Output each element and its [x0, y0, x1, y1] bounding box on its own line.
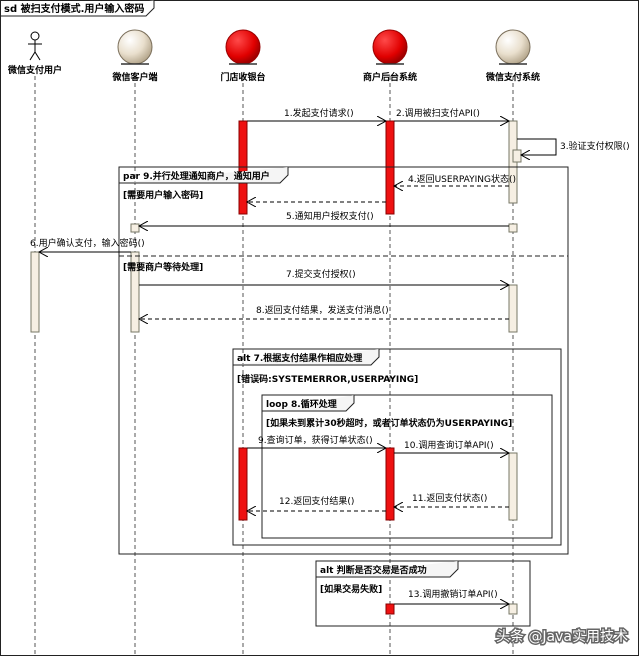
message-1: 1.发起支付请求() — [247, 107, 386, 121]
fragment-guard: [需要商户等待处理] — [123, 261, 203, 273]
fragment-label: alt 判断是否交易是否成功 — [320, 564, 427, 576]
fragment-loop: loop 8.循环处理 [如果未到累计30秒超时，或者订单状态仍为USERPAY… — [261, 394, 553, 539]
participant-label: 微信支付系统 — [485, 71, 540, 83]
message-13: 13.调用撤销订单API() — [394, 588, 509, 604]
message-label: 8.返回支付结果，发送支付消息() — [256, 304, 389, 316]
message-label: 10.调用查询订单API() — [404, 439, 494, 451]
activation-merchant-2 — [385, 447, 395, 521]
participant-client: 微信客户端 — [111, 29, 158, 83]
message-11: 11.返回支付状态() — [394, 492, 509, 507]
message-label: 5.通知用户授权支付() — [286, 210, 374, 222]
message-label: 1.发起支付请求() — [284, 107, 354, 119]
entity-icon — [225, 29, 261, 65]
message-5: 5.通知用户授权支付() — [139, 210, 509, 226]
activation-wxpay-small — [508, 223, 518, 233]
message-label: 3.验证支付权限() — [560, 140, 630, 152]
message-2: 2.调用被扫支付API() — [394, 107, 509, 121]
fragment-guard: [错误码:SYSTEMERROR,USERPAYING] — [237, 373, 418, 385]
message-7: 7.提交支付授权() — [139, 268, 509, 285]
message-12: 12.返回支付结果() — [247, 495, 386, 511]
entity-icon — [495, 29, 531, 65]
participant-merchant: 商户后台系统 — [363, 29, 417, 83]
activation-wxpay-3 — [508, 452, 518, 521]
fragment-par: par 9.并行处理通知商户，通知用户 [需要用户输入密码] [需要商户等待处理… — [118, 166, 569, 555]
activation-merchant-3 — [385, 603, 395, 615]
fragment-label: loop 8.循环处理 — [266, 398, 337, 410]
fragment-guard: [需要用户输入密码] — [123, 189, 203, 201]
message-label: 13.调用撤销订单API() — [408, 588, 498, 600]
fragment-label: par 9.并行处理通知商户，通知用户 — [123, 170, 270, 182]
actor-user: 微信支付用户 — [7, 31, 62, 76]
fragment-alt-1: alt 7.根据支付结果作相应处理 [错误码:SYSTEMERROR,USERP… — [232, 348, 562, 546]
activation-client-small — [130, 223, 140, 233]
messages: 1.发起支付请求() 2.调用被扫支付API() 3.验证支付权限() 4.返回… — [30, 107, 630, 604]
message-10: 10.调用查询订单API() — [394, 439, 509, 453]
message-label: 2.调用被扫支付API() — [396, 107, 480, 119]
fragment-guard: [如果交易失败] — [320, 583, 382, 595]
message-label: 11.返回支付状态() — [412, 492, 487, 504]
participant-wxpay: 微信支付系统 — [485, 29, 540, 83]
entity-icon — [372, 29, 408, 65]
frame-title-tab — [0, 0, 155, 17]
message-label: 12.返回支付结果() — [279, 495, 354, 507]
actor-icon — [28, 31, 42, 61]
participant-label: 微信支付用户 — [7, 64, 62, 76]
message-3: 3.验证支付权限() — [517, 138, 630, 155]
fragment-guard: [如果未到累计30秒超时，或者订单状态仍为USERPAYING] — [266, 417, 512, 429]
fragment-label: alt 7.根据支付结果作相应处理 — [237, 352, 362, 364]
activation-wxpay-4 — [508, 603, 518, 615]
message-label: 7.提交支付授权() — [286, 268, 356, 280]
message-8: 8.返回支付结果，发送支付消息() — [139, 304, 509, 319]
message-6: 6.用户确认支付，输入密码() — [30, 237, 145, 252]
activation-pos-2 — [238, 447, 248, 521]
activation-client-2 — [130, 251, 140, 333]
message-label: 6.用户确认支付，输入密码() — [30, 237, 145, 249]
message-4: 4.返回USERPAYING状态() — [394, 173, 516, 186]
participant-label: 门店收银台 — [220, 71, 265, 83]
entity-icon — [117, 29, 153, 65]
message-label: 9.查询订单，获得订单状态() — [258, 434, 373, 446]
activation-wxpay-2 — [508, 284, 518, 333]
participant-label: 商户后台系统 — [363, 71, 417, 83]
activation-user — [30, 251, 40, 333]
diagram-title: sd 被扫支付模式.用户输入密码 — [4, 2, 144, 15]
activation-wxpay-self — [512, 149, 522, 163]
participant-pos: 门店收银台 — [220, 29, 266, 83]
watermark: 头条 @Java实用技术 — [496, 628, 628, 645]
message-label: 4.返回USERPAYING状态() — [408, 173, 516, 185]
message-9: 9.查询订单，获得订单状态() — [247, 434, 386, 448]
fragment-alt-2: alt 判断是否交易是否成功 [如果交易失败] — [315, 560, 531, 627]
participant-label: 微信客户端 — [111, 71, 157, 83]
